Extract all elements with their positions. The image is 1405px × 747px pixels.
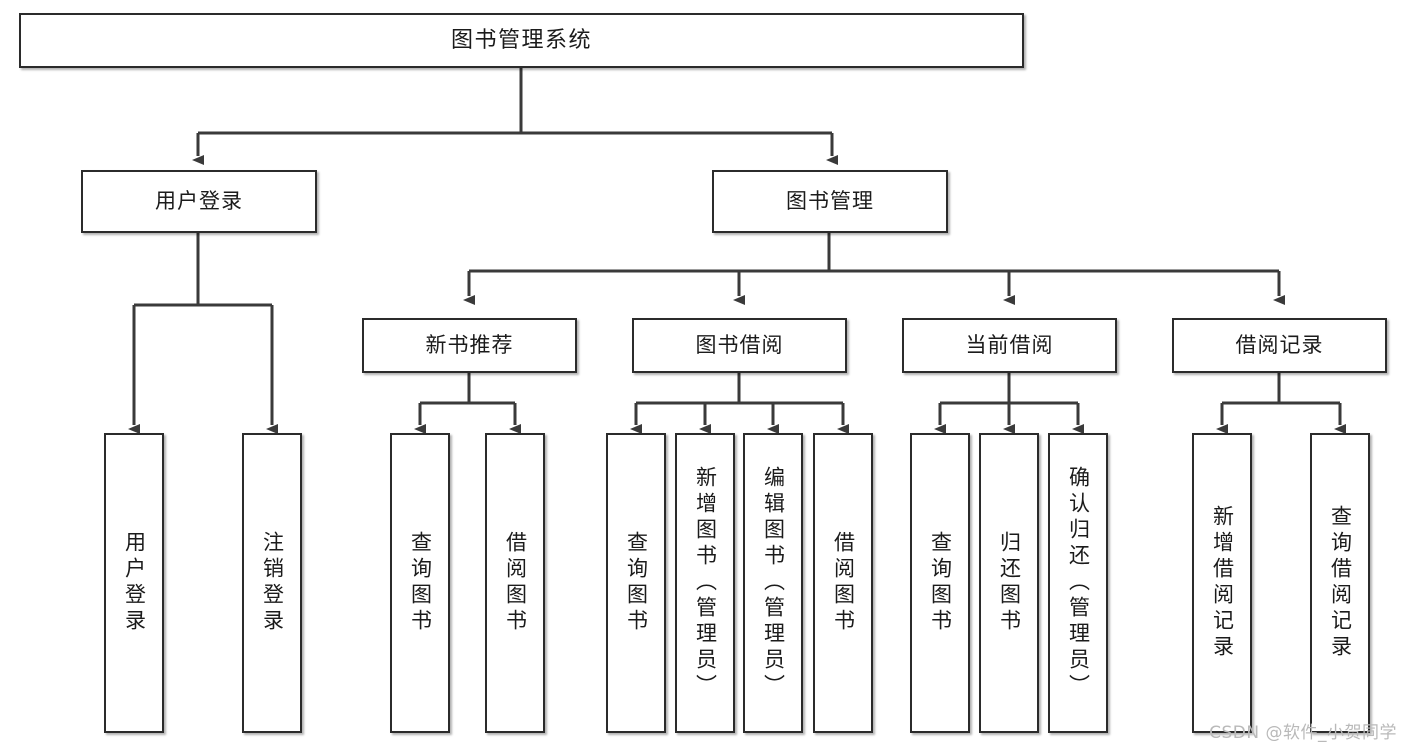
leaf-user-login-logout[interactable]: 注销登录: [242, 433, 302, 733]
leaf-current-query-book[interactable]: 查询图书: [910, 433, 970, 733]
node-label: 图书借阅: [695, 333, 784, 358]
leaf-recommend-borrow-book[interactable]: 借阅图书: [485, 433, 545, 733]
leaf-borrow-edit-book-admin[interactable]: 编辑图书（管理员）: [743, 433, 803, 733]
node-label: 新增借阅记录: [1210, 505, 1235, 661]
node-label: 图书管理系统: [450, 27, 592, 53]
node-label: 图书管理: [786, 189, 874, 214]
node-book-borrow[interactable]: 图书借阅: [632, 318, 847, 373]
node-label: 查询图书: [408, 531, 433, 635]
leaf-current-confirm-return-admin[interactable]: 确认归还（管理员）: [1048, 433, 1108, 733]
leaf-record-query-record[interactable]: 查询借阅记录: [1310, 433, 1370, 733]
node-label: 编辑图书（管理员）: [761, 466, 786, 700]
node-book-management[interactable]: 图书管理: [712, 170, 948, 233]
node-label: 用户登录: [122, 531, 147, 635]
node-label: 当前借阅: [965, 333, 1054, 358]
leaf-borrow-borrow-book[interactable]: 借阅图书: [813, 433, 873, 733]
node-label: 新书推荐: [425, 333, 514, 358]
node-borrow-record[interactable]: 借阅记录: [1172, 318, 1387, 373]
node-label: 借阅记录: [1235, 333, 1324, 358]
leaf-borrow-add-book-admin[interactable]: 新增图书（管理员）: [675, 433, 735, 733]
node-label: 查询图书: [624, 531, 649, 635]
watermark: CSDN @软件_小贺同学: [1209, 723, 1397, 743]
node-label: 归还图书: [997, 531, 1022, 635]
node-label: 查询图书: [928, 531, 953, 635]
leaf-recommend-query-book[interactable]: 查询图书: [390, 433, 450, 733]
node-label: 注销登录: [260, 531, 285, 635]
node-new-book-recommend[interactable]: 新书推荐: [362, 318, 577, 373]
node-label: 新增图书（管理员）: [693, 466, 718, 700]
leaf-current-return-book[interactable]: 归还图书: [979, 433, 1039, 733]
node-root-system[interactable]: 图书管理系统: [19, 13, 1024, 68]
leaf-record-add-record[interactable]: 新增借阅记录: [1192, 433, 1252, 733]
node-label: 借阅图书: [503, 531, 528, 635]
leaf-user-login-login[interactable]: 用户登录: [104, 433, 164, 733]
node-label: 用户登录: [155, 189, 243, 214]
node-current-borrow[interactable]: 当前借阅: [902, 318, 1117, 373]
leaf-borrow-query-book[interactable]: 查询图书: [606, 433, 666, 733]
node-label: 查询借阅记录: [1328, 505, 1353, 661]
node-user-login[interactable]: 用户登录: [81, 170, 317, 233]
node-label: 确认归还（管理员）: [1066, 466, 1091, 700]
node-label: 借阅图书: [831, 531, 856, 635]
